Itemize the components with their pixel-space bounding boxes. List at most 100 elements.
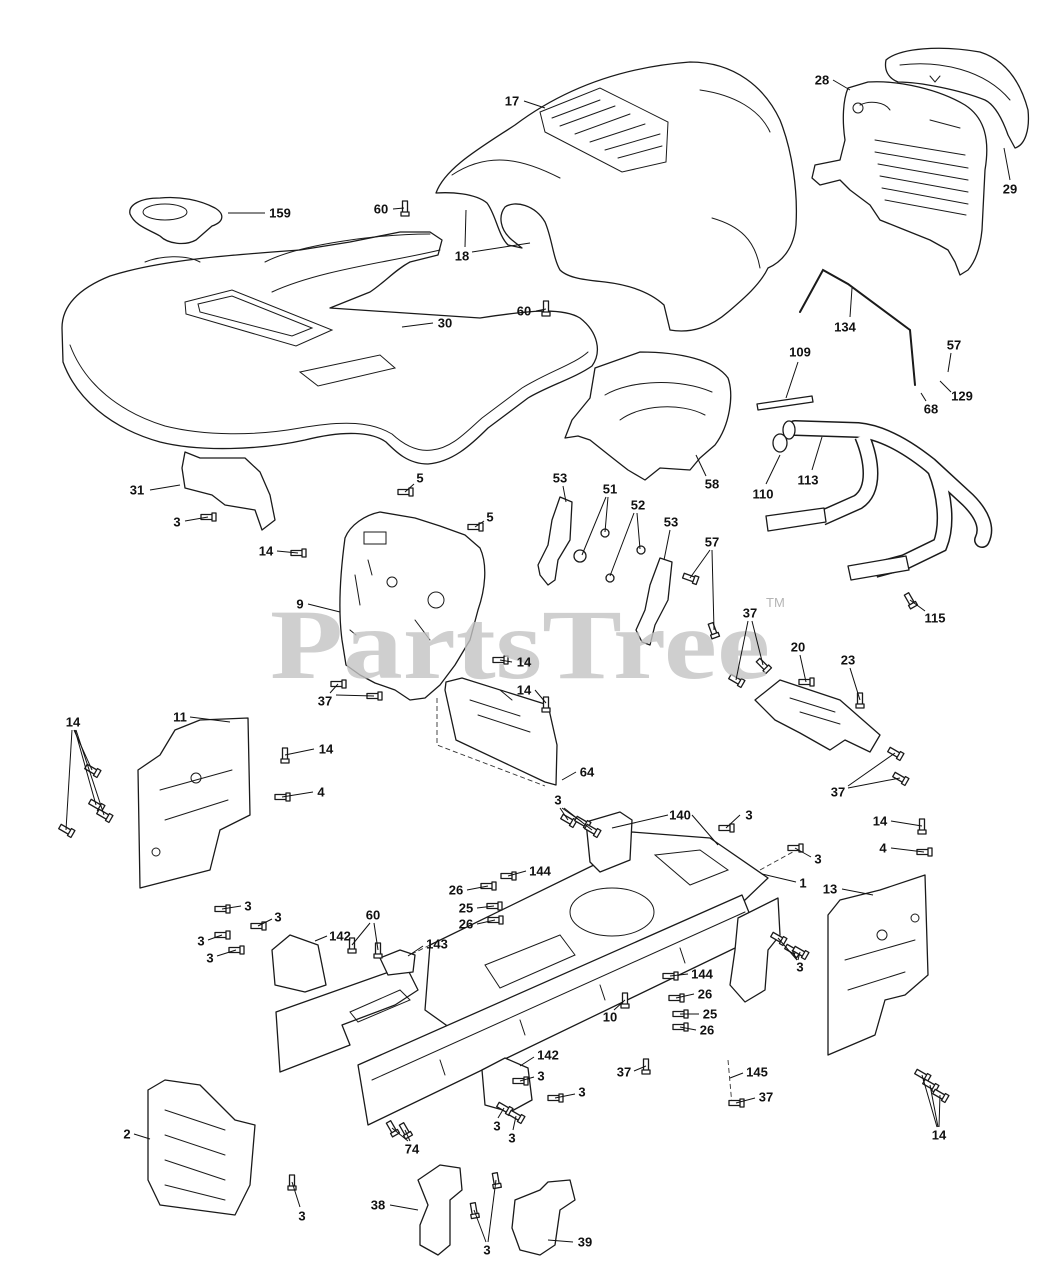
leader-line [735,620,749,681]
part-callout-label: 60 [366,908,380,923]
dashboard-panel [339,511,486,701]
part-callout-label: 3 [508,1131,515,1146]
part-callout-label: 26 [449,883,463,898]
part-callout-label: 25 [703,1007,717,1022]
part-callout-label: 144 [691,967,713,982]
fender-deck [61,231,598,465]
leader-line [499,659,513,663]
part-callout-label: 52 [631,498,645,513]
leader-line [474,520,485,528]
bracket-143 [379,949,416,976]
leader-line [554,1093,576,1099]
part-callout-label: 4 [879,841,887,856]
leader-line [890,820,923,827]
part-callout-label: 37 [743,606,757,621]
leader-line [751,620,764,666]
bolt [541,696,551,713]
leader-line [74,729,97,806]
leader-line [811,436,823,471]
leader-line [221,905,242,910]
part-callout-label: 28 [815,73,829,88]
leader-line [284,748,315,756]
part-callout-label: 3 [298,1209,305,1224]
bracket-38 [417,1164,463,1256]
part-callout-label: 37 [617,1065,631,1080]
part-callout-label: 143 [426,937,448,952]
leader-line [534,689,547,704]
part-callout-label: 3 [483,1243,490,1258]
bolt [787,843,804,853]
bolt [492,655,509,665]
bolt [547,1093,564,1103]
side-bracket-left [537,496,573,586]
leader-line [909,599,926,612]
leader-line [691,814,719,846]
leader-line [939,380,952,393]
leader-line [613,999,626,1011]
part-callout-label: 23 [841,653,855,668]
part-callout-label: 53 [664,515,678,530]
leader-line [404,483,415,493]
bolt [917,818,927,835]
part-callout-label: 1 [799,876,806,891]
leader-line [729,1072,744,1079]
rear-plate [147,1079,256,1216]
part-callout-label: 9 [296,597,303,612]
leader-line [133,1133,151,1140]
bolt [914,1068,932,1084]
part-callout-label: 14 [517,683,532,698]
part-callout-label: 39 [578,1235,592,1250]
bolt [500,871,517,881]
part-callout-label: 110 [753,487,774,502]
trademark-mark: TM [766,595,785,610]
bolt [347,937,357,954]
nut [605,573,615,583]
handle-bar [756,395,814,411]
bolt [508,1109,526,1125]
leader-line [561,771,577,781]
part-callout-label: 3 [197,934,204,949]
part-callout-label: 5 [416,471,423,486]
leader-line [149,484,181,491]
bolt [798,677,815,687]
leader-line [581,496,607,556]
leader-line [471,242,531,253]
leader-line [675,993,695,999]
leader-line [611,814,669,829]
leader-line [216,949,237,957]
bolt [512,1076,529,1086]
part-callout-label: 26 [698,987,712,1002]
leader-line [847,777,901,789]
bolt [916,847,933,857]
part-callout-label: 3 [554,793,561,808]
main-frame [275,831,801,1126]
leader-line [276,550,299,554]
leader-line [890,847,925,853]
part-callout-label: 134 [834,320,856,335]
leader-line [391,1127,409,1142]
leader-line [207,934,223,941]
part-callout-label: 109 [789,345,811,360]
shift-rod [799,268,916,386]
leader-line [847,752,896,787]
part-callout-label: 37 [318,694,332,709]
bolt [541,300,551,317]
part-callout-label: 3 [173,515,180,530]
bolt [922,1078,940,1094]
leader-line [920,392,927,402]
leader-line [633,1065,647,1072]
part-callout-label: 145 [746,1065,768,1080]
part-callout-label: 3 [244,899,251,914]
bolt [681,572,700,586]
part-callout-label: 58 [705,477,719,492]
part-callout-label: 18 [455,249,469,264]
leader-line [785,361,799,399]
bolt [250,921,267,931]
leader-line [849,667,861,701]
part-callout-label: 38 [371,1198,385,1213]
leader-line [519,1056,535,1067]
leader-line [507,870,527,877]
rear-chute [564,351,732,481]
seat-bracket [181,451,276,531]
